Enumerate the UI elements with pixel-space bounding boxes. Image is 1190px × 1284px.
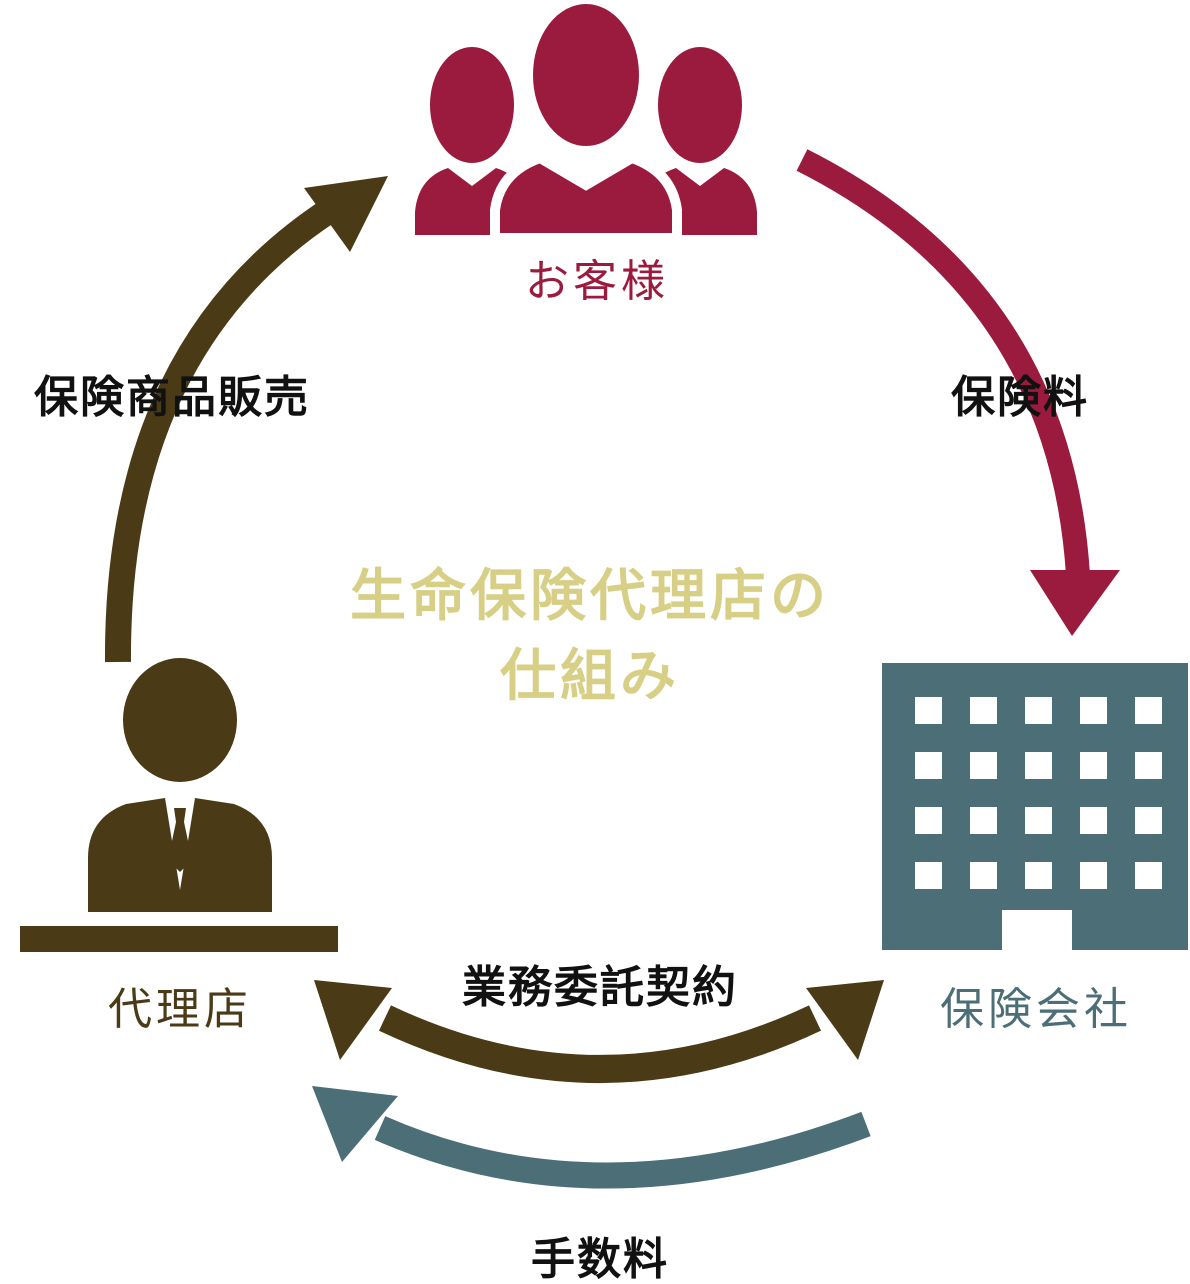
building-window bbox=[1080, 862, 1107, 889]
center-title-line1: 生命保険代理店の bbox=[350, 564, 830, 629]
building-window bbox=[1025, 752, 1052, 779]
insurer-label: 保険会社 bbox=[940, 984, 1132, 1035]
premium-arrow bbox=[796, 149, 1120, 636]
sales-arrow bbox=[104, 176, 388, 663]
agent-businessman-icon bbox=[20, 658, 338, 952]
contract-double-arrow bbox=[314, 980, 884, 1083]
building-window bbox=[1135, 752, 1162, 779]
building-window bbox=[1080, 752, 1107, 779]
center-title-line2: 仕組み bbox=[500, 644, 680, 709]
building-window bbox=[970, 697, 997, 724]
building-window bbox=[970, 862, 997, 889]
building-window bbox=[1025, 862, 1052, 889]
office-building-icon bbox=[882, 663, 1188, 950]
building-window bbox=[915, 807, 942, 834]
commission-label: 手数料 bbox=[531, 1234, 669, 1284]
building-window bbox=[1135, 807, 1162, 834]
building-window bbox=[915, 697, 942, 724]
building-window bbox=[1080, 807, 1107, 834]
building-window bbox=[970, 752, 997, 779]
building-window bbox=[1080, 697, 1107, 724]
building-window bbox=[1025, 697, 1052, 724]
contract-label: 業務委託契約 bbox=[462, 962, 738, 1013]
building-window bbox=[915, 752, 942, 779]
agency-label: 代理店 bbox=[108, 984, 252, 1035]
customers-label: お客様 bbox=[525, 256, 669, 307]
building-window bbox=[1135, 862, 1162, 889]
premium-label: 保険料 bbox=[951, 372, 1089, 423]
sales-label: 保険商品販売 bbox=[34, 372, 310, 423]
building-window bbox=[1135, 697, 1162, 724]
commission-arrow bbox=[312, 1086, 871, 1189]
customers-group-icon bbox=[415, 0, 757, 243]
building-window bbox=[970, 807, 997, 834]
building-window bbox=[915, 862, 942, 889]
building-window bbox=[1025, 807, 1052, 834]
